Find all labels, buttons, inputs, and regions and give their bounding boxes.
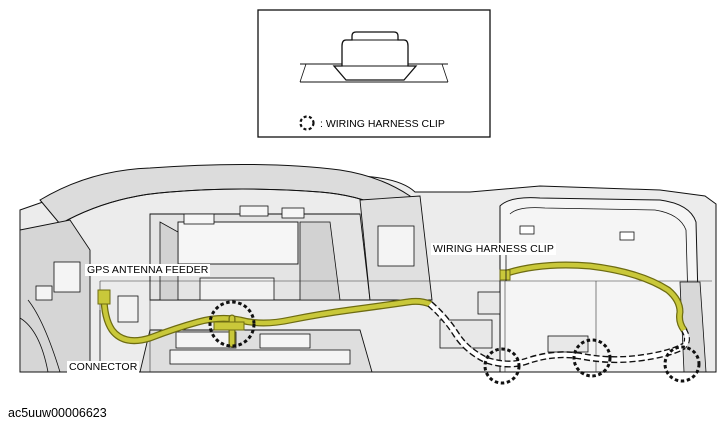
figure-id: ac5uuw00006623 <box>8 406 107 420</box>
legend-box <box>257 9 491 138</box>
label-gps-antenna-feeder: GPS ANTENNA FEEDER <box>85 264 211 276</box>
leader-lines <box>99 255 507 362</box>
harness-clip-marker <box>663 345 701 383</box>
label-wiring-harness-clip: WIRING HARNESS CLIP <box>431 243 556 255</box>
harness-clip-detail <box>332 31 418 81</box>
dashed-circle-icon <box>299 115 315 131</box>
connector-part <box>97 289 111 305</box>
harness-clip-marker <box>572 338 612 378</box>
gps-antenna-feeder-harness <box>97 261 690 368</box>
label-connector: CONNECTOR <box>67 361 140 373</box>
harness-clip-markers <box>208 300 701 385</box>
reference-lines <box>99 280 712 372</box>
harness-clip-marker <box>208 300 256 348</box>
harness-clip-marker <box>483 347 521 385</box>
legend-text: : WIRING HARNESS CLIP <box>320 118 445 130</box>
